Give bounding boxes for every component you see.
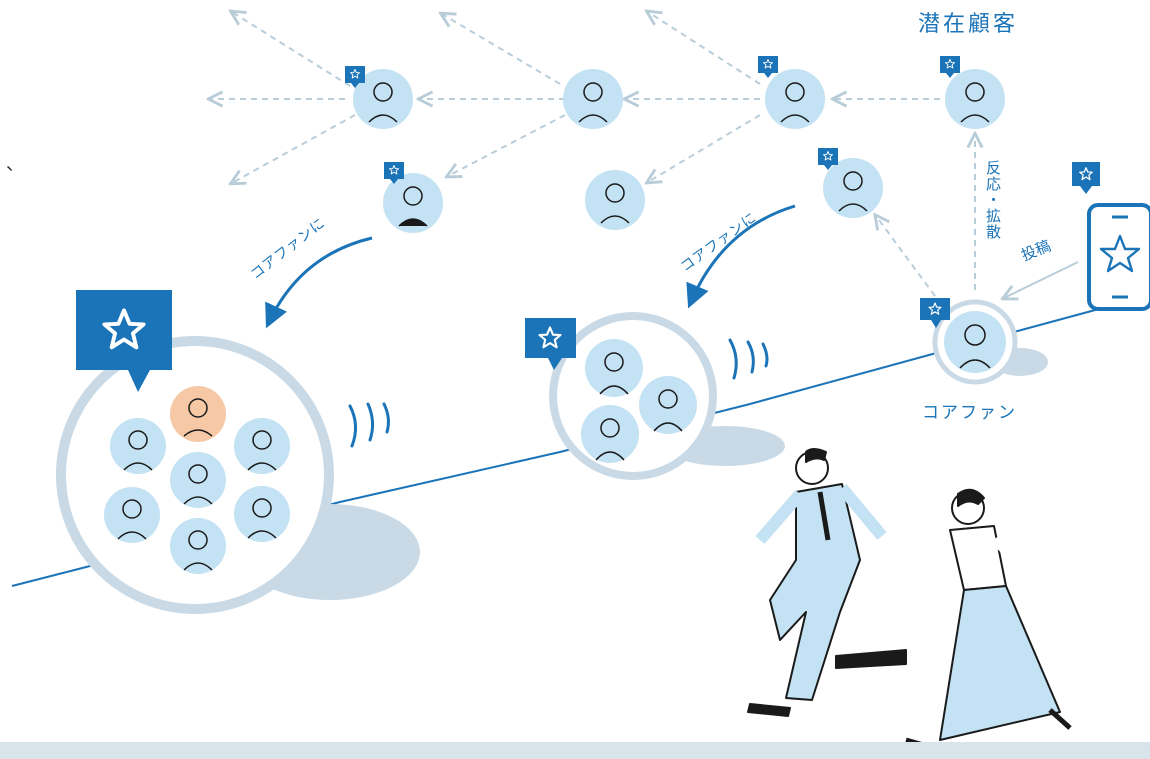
- community-large: [56, 336, 334, 614]
- runner-icon: [747, 448, 1072, 751]
- motion-marks: [348, 338, 769, 448]
- reaction-spread-label: 反応・拡散: [984, 160, 1002, 240]
- person-icon: [104, 386, 290, 574]
- medium-star-badge: [525, 318, 576, 370]
- star-icon: [345, 56, 1100, 194]
- ground-band: [0, 742, 1150, 759]
- spread-arrows: [210, 12, 975, 297]
- core-fan-circle: [932, 299, 1018, 385]
- core-fan-label: コアファン: [922, 403, 1017, 423]
- margin-mark: 、: [6, 154, 24, 175]
- curve-arrow-left: [265, 236, 373, 329]
- network-people: [353, 69, 1005, 233]
- potential-customers-label: 潜在顧客: [918, 12, 1019, 37]
- community-medium: [549, 312, 717, 480]
- smartphone-icon: [1087, 203, 1150, 311]
- post-arrow: [1004, 261, 1079, 298]
- curve-arrow-right: [686, 204, 796, 309]
- star-icon: [920, 298, 950, 328]
- big-star-badge: [76, 290, 172, 392]
